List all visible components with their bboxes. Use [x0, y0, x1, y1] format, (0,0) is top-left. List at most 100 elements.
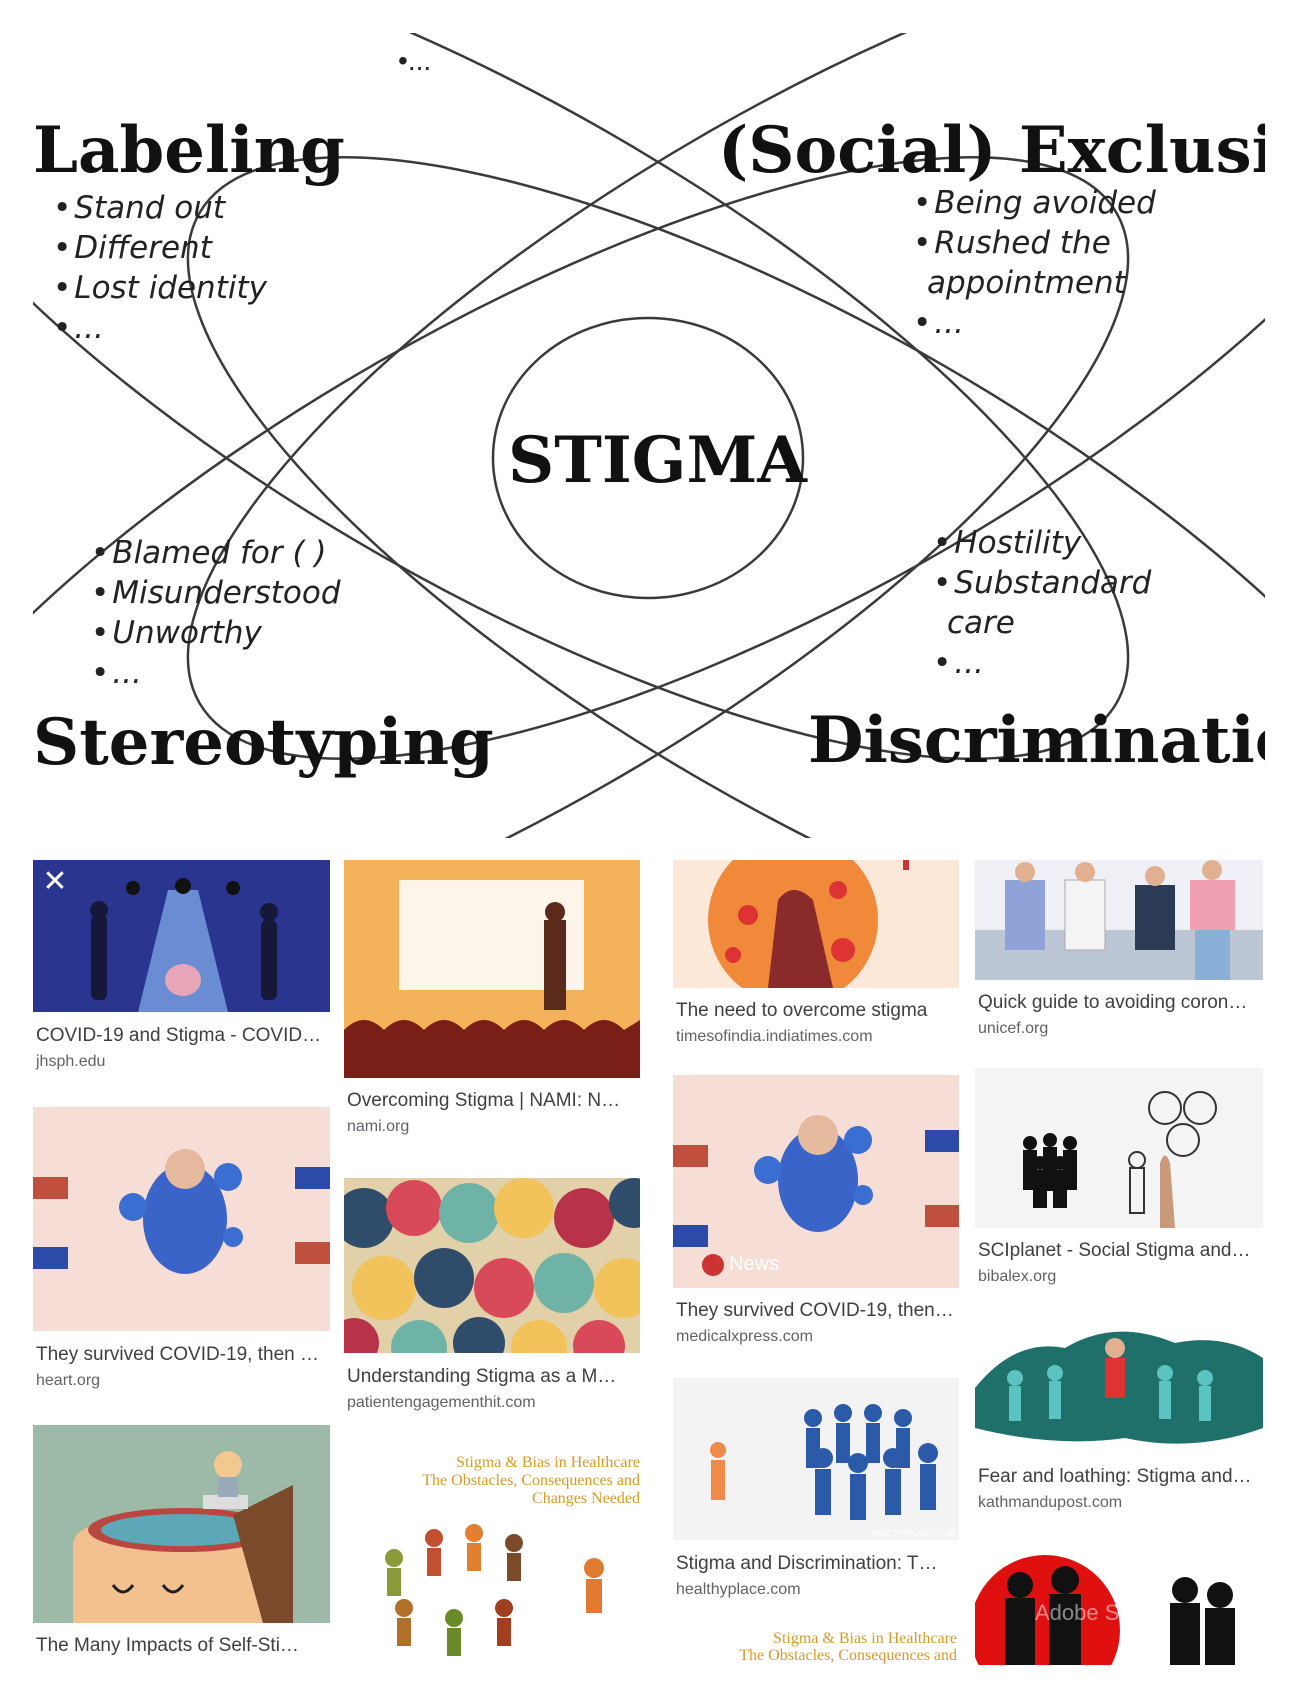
stereotyping-item: Misunderstood	[91, 573, 340, 613]
result-caption[interactable]: Fear and loathing: Stigma and…	[978, 1466, 1252, 1487]
thumbnail-art	[73, 1451, 293, 1623]
result-thumbnail[interactable]	[344, 1178, 640, 1353]
thumbnail-text-line: The Obstacles, Consequences and	[422, 1472, 640, 1489]
discrimination-item: care	[947, 605, 1015, 641]
news-badge: News	[729, 1253, 780, 1275]
label-stigma: STIGMA	[508, 423, 807, 498]
result-source[interactable]: patientengagementhit.com	[347, 1394, 536, 1411]
result-card[interactable]: Quick guide to avoiding coron… unicef.or…	[975, 860, 1263, 1050]
result-caption[interactable]: Stigma and Discrimination: T…	[676, 1553, 938, 1574]
result-caption[interactable]: They survived COVID-19, then …	[676, 1300, 958, 1321]
result-caption[interactable]: SCIplanet - Social Stigma and…	[978, 1240, 1251, 1261]
result-thumbnail[interactable]: ✕	[33, 860, 330, 1012]
result-thumbnail[interactable]	[344, 860, 640, 1078]
result-caption[interactable]: The need to overcome stigma	[676, 1000, 928, 1021]
thumbnail-art	[33, 1149, 330, 1274]
result-thumbnail[interactable]	[33, 1107, 330, 1331]
labeling-item: ...	[53, 308, 267, 348]
result-caption[interactable]: Understanding Stigma as a M…	[347, 1366, 617, 1387]
result-thumbnail[interactable]: HEALTHYPLACE.COM	[673, 1378, 959, 1540]
stock-watermark: Adobe Stock	[1035, 1600, 1160, 1625]
top-dots: •...	[398, 45, 432, 76]
thumbnail-art	[708, 860, 909, 988]
stereotyping-item: ...	[91, 653, 341, 693]
preview-image[interactable]: Labeling (Social) Exclusion Stereotyping…	[33, 33, 1265, 838]
result-card[interactable]: The Many Impacts of Self-Sti…	[33, 1425, 330, 1665]
result-caption[interactable]: COVID-19 and Stigma - COVID…	[36, 1025, 322, 1046]
exclusion-list: Being avoided Rushed the appointment ...	[913, 183, 1156, 343]
result-source[interactable]: unicef.org	[978, 1020, 1049, 1037]
result-card[interactable]: The need to overcome stigma timesofindia…	[673, 860, 959, 1060]
exclusion-item: appointment	[927, 265, 1126, 301]
result-card[interactable]: They survived COVID-19, then … heart.org	[33, 1107, 330, 1397]
discrimination-list: Hostility Substandard care ...	[933, 523, 1151, 683]
stereotyping-item: Blamed for ( )	[91, 533, 341, 573]
result-card[interactable]: Fear and loathing: Stigma and… kathmandu…	[975, 1318, 1263, 1513]
thumbnail-art	[673, 1115, 959, 1276]
thumbnail-text-line: The Obstacles, Consequences and	[739, 1647, 957, 1664]
result-source[interactable]: kathmandupost.com	[978, 1494, 1123, 1511]
label-labeling: Labeling	[33, 113, 345, 188]
result-source[interactable]: heart.org	[36, 1372, 101, 1389]
close-icon[interactable]: ✕	[42, 865, 68, 898]
result-caption[interactable]: Quick guide to avoiding coron…	[978, 992, 1248, 1013]
result-source[interactable]: timesofindia.indiatimes.com	[676, 1028, 873, 1045]
thumbnail-text: Stigma & Bias in Healthcare The Obstacle…	[422, 1454, 640, 1508]
watermark-text: HEALTHYPLACE.COM	[871, 1529, 955, 1538]
result-card[interactable]: HEALTHYPLACE.COM Stigma and Discriminati…	[673, 1378, 959, 1603]
result-thumbnail[interactable]	[975, 1318, 1263, 1453]
result-card[interactable]: Overcoming Stigma | NAMI: N… nami.org	[344, 860, 640, 1145]
result-thumbnail[interactable]	[33, 1425, 330, 1623]
thumbnail-text: Stigma & Bias in Healthcare The Obstacle…	[739, 1630, 957, 1664]
thumbnail-text-line: Changes Needed	[532, 1490, 640, 1507]
labeling-item: Stand out	[53, 188, 267, 228]
result-card[interactable]: Adobe Stock	[975, 1540, 1263, 1665]
thumbnail-text-line: Stigma & Bias in Healthcare	[773, 1630, 957, 1647]
thumbnail-art	[1023, 1091, 1217, 1228]
thumbnail-text-line: Stigma & Bias in Healthcare	[456, 1454, 640, 1471]
result-source[interactable]: bibalex.org	[978, 1268, 1057, 1285]
labeling-item: Different	[53, 228, 267, 268]
discrimination-item: Hostility	[933, 523, 1151, 563]
result-source[interactable]: jhsph.edu	[36, 1053, 106, 1070]
thumbnail-art	[385, 1524, 604, 1656]
result-thumbnail[interactable]	[975, 860, 1263, 980]
thumbnail-art	[344, 1178, 640, 1353]
label-stereotyping: Stereotyping	[33, 705, 494, 780]
result-card[interactable]: ✕ COVID-19 and Stigma - COVID… jhsph.edu	[33, 860, 330, 1080]
result-thumbnail[interactable]: Stigma & Bias in Healthcare The Obstacle…	[673, 1628, 959, 1666]
label-discrimination: Discrimination	[808, 703, 1265, 778]
result-card[interactable]: Stigma & Bias in Healthcare The Obstacle…	[344, 1448, 640, 1668]
stereotyping-list: Blamed for ( ) Misunderstood Unworthy ..…	[91, 533, 341, 693]
result-card[interactable]: SCIplanet - Social Stigma and… bibalex.o…	[975, 1068, 1263, 1293]
result-source[interactable]: healthyplace.com	[676, 1581, 801, 1598]
result-caption[interactable]: Overcoming Stigma | NAMI: N…	[347, 1090, 621, 1111]
result-thumbnail[interactable]: Adobe Stock	[975, 1540, 1263, 1665]
exclusion-item: Rushed the	[913, 223, 1156, 263]
result-card[interactable]: News They survived COVID-19, then … medi…	[673, 1075, 959, 1355]
label-social-exclusion: (Social) Exclusion	[718, 113, 1265, 188]
exclusion-item: ...	[913, 303, 1156, 343]
thumbnail-art	[90, 878, 278, 1012]
thumbnail-art	[975, 1555, 1235, 1665]
result-thumbnail[interactable]	[673, 860, 959, 988]
thumbnail-art	[975, 1331, 1263, 1444]
result-source[interactable]: nami.org	[347, 1118, 410, 1135]
thumbnail-art	[710, 1404, 938, 1520]
thumbnail-art	[975, 860, 1263, 980]
thumbnail-art	[344, 880, 640, 1078]
result-thumbnail[interactable]	[975, 1068, 1263, 1228]
stereotyping-item: Unworthy	[91, 613, 341, 653]
labeling-item: Lost identity	[53, 268, 267, 308]
result-thumbnail[interactable]: News	[673, 1075, 959, 1288]
labeling-list: Stand out Different Lost identity ...	[53, 188, 267, 348]
result-thumbnail[interactable]: Stigma & Bias in Healthcare The Obstacle…	[344, 1448, 640, 1663]
discrimination-item: ...	[933, 643, 1151, 683]
result-source[interactable]: medicalxpress.com	[676, 1328, 813, 1345]
result-caption[interactable]: The Many Impacts of Self-Sti…	[36, 1635, 299, 1656]
exclusion-item: Being avoided	[913, 183, 1155, 223]
result-card[interactable]: Stigma & Bias in Healthcare The Obstacle…	[673, 1628, 959, 1668]
result-card[interactable]: Understanding Stigma as a M… patientenga…	[344, 1178, 640, 1418]
result-caption[interactable]: They survived COVID-19, then …	[36, 1344, 319, 1365]
discrimination-item: Substandard	[933, 563, 1151, 603]
